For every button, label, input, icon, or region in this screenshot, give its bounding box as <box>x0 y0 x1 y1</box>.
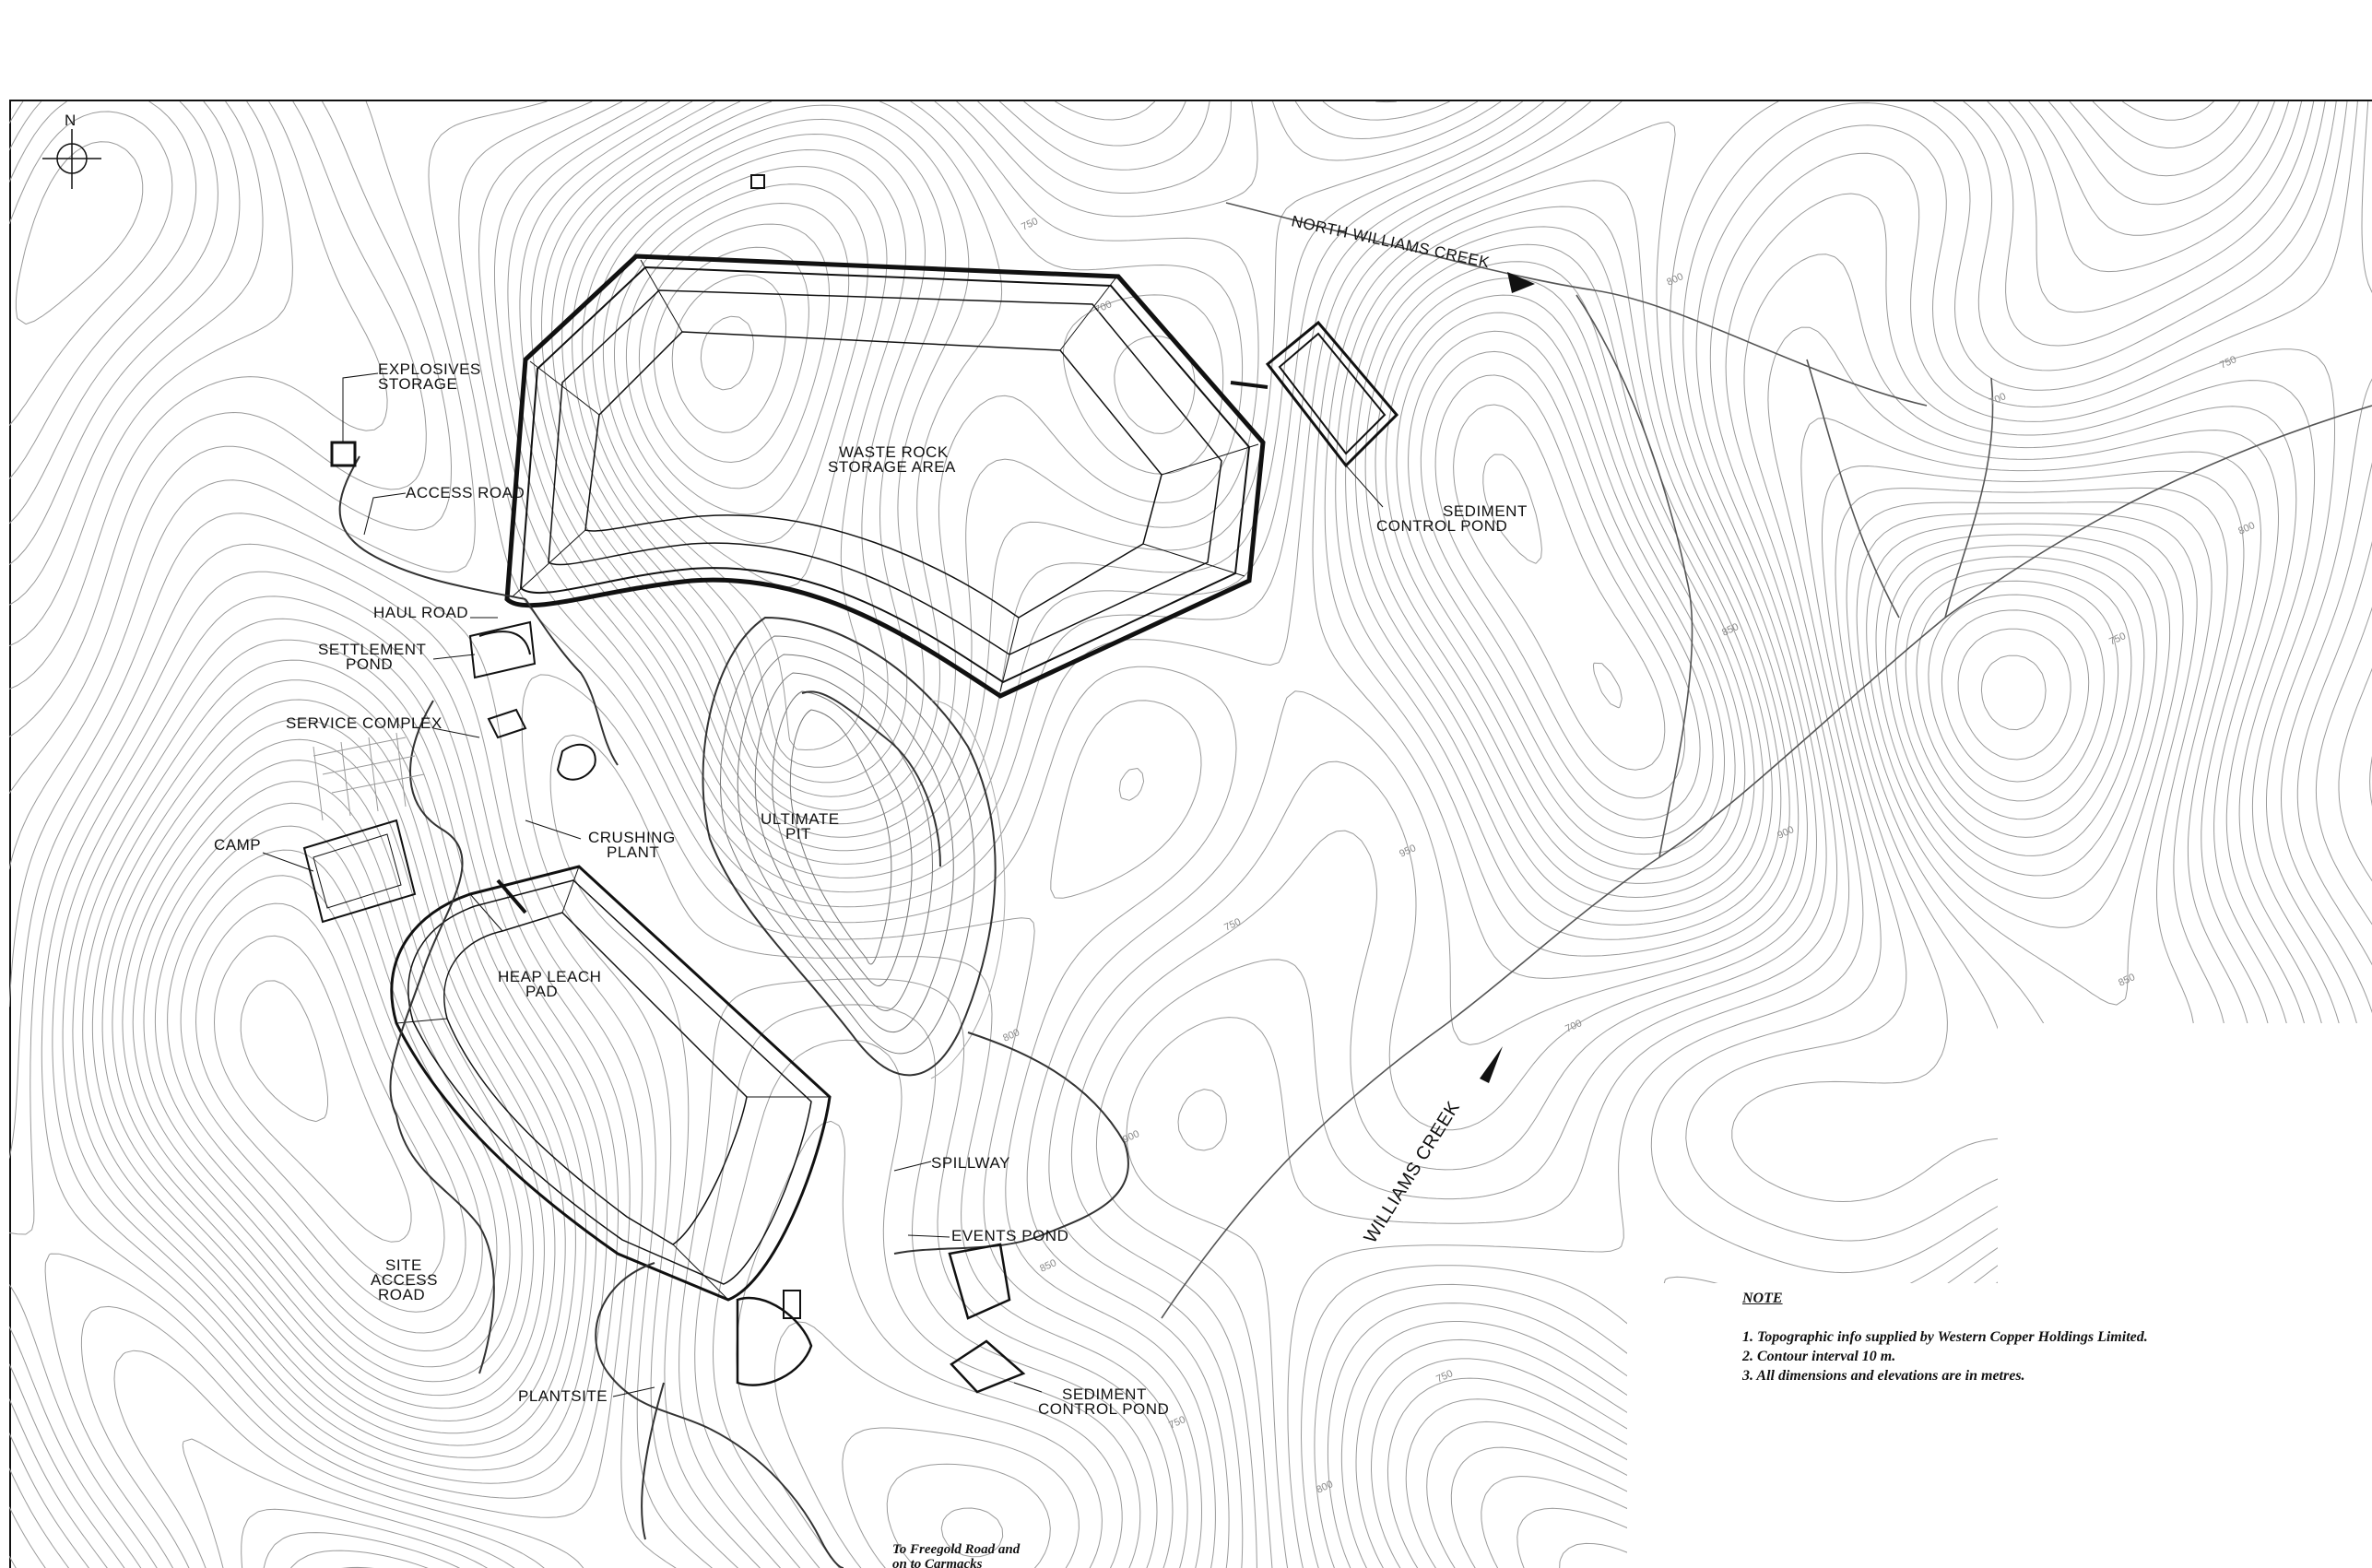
contour-elevation-label: 750 <box>1434 1368 1455 1385</box>
label-settlement-pond-1: SETTLEMENT <box>318 641 426 658</box>
creek-lines <box>1161 202 2372 1319</box>
label-explosives-storage-2: STORAGE <box>378 375 457 393</box>
label-service-complex: SERVICE COMPLEX <box>286 714 443 732</box>
contour-elevation-label: 850 <box>1720 621 1741 639</box>
north-arrow-icon: N <box>42 112 101 189</box>
note-item-3: 3. All dimensions and elevations are in … <box>1742 1368 2025 1384</box>
contour-elevation-label: 750 <box>2218 354 2238 371</box>
label-ultimate-pit-2: PIT <box>785 825 811 843</box>
ultimate-pit <box>702 616 1006 1079</box>
flow-arrow-icon <box>1480 1046 1503 1083</box>
contour-elevation-label: 700 <box>1988 391 2008 408</box>
label-heap-leach-1: HEAP LEACH <box>498 968 601 985</box>
contour-elevation-label: 850 <box>1038 1257 1058 1275</box>
leader-lines <box>262 372 1384 1397</box>
label-sediment-pond-south-2: CONTROL POND <box>1038 1400 1169 1418</box>
contour-elevation-label: 800 <box>1665 271 1685 289</box>
contour-elevation-label: 750 <box>2107 631 2128 648</box>
contour-elevation-label: 900 <box>1121 1128 1141 1146</box>
label-williams-creek: WILLIAMS CREEK <box>1361 1098 1465 1247</box>
label-heap-leach-2: PAD <box>525 983 558 1000</box>
note-item-1: 1. Topographic info supplied by Western … <box>1742 1329 2148 1345</box>
label-sediment-pond-south-1: SEDIMENT <box>1062 1385 1147 1403</box>
contour-elevation-label: 750 <box>1167 1414 1187 1432</box>
label-haul-road: HAUL ROAD <box>373 604 468 621</box>
flow-arrow-icon <box>1507 272 1535 293</box>
legend-background <box>1998 1023 2372 1283</box>
label-access-road: ACCESS ROAD <box>406 484 525 501</box>
label-events-pond: EVENTS POND <box>951 1227 1068 1244</box>
label-settlement-pond-2: POND <box>346 655 393 673</box>
label-spillway: SPILLWAY <box>931 1154 1010 1172</box>
contour-elevation-label: 700 <box>1564 1018 1584 1035</box>
contour-elevation-label: 950 <box>1398 843 1418 860</box>
label-crushing-plant-2: PLANT <box>607 843 659 861</box>
label-crushing-plant-1: CRUSHING <box>588 829 676 846</box>
label-camp: CAMP <box>214 836 261 854</box>
label-ultimate-pit-1: ULTIMATE <box>761 810 840 828</box>
note-panel <box>1627 1283 2372 1568</box>
label-sediment-pond-north-2: CONTROL POND <box>1376 517 1507 535</box>
label-explosives-storage-1: EXPLOSIVES <box>378 360 481 378</box>
label-sediment-pond-north-1: SEDIMENT <box>1443 502 1528 520</box>
contour-path <box>9 101 2372 1568</box>
contour-elevation-label: 750 <box>1222 916 1243 934</box>
label-waste-rock-2: STORAGE AREA <box>828 458 956 476</box>
contour-elevation-label: 900 <box>1776 824 1796 842</box>
contour-elevation-label: 850 <box>2117 972 2137 989</box>
contour-lines <box>9 101 2372 1568</box>
site-structures <box>302 174 1399 1394</box>
contour-elevation-label: 800 <box>2236 520 2257 537</box>
camp-field <box>313 732 425 821</box>
label-site-access-road-1: SITE <box>385 1256 422 1274</box>
heap-leach-pad <box>390 865 832 1302</box>
label-site-access-road-3: ROAD <box>378 1286 425 1303</box>
contour-elevation-label: 750 <box>1020 216 1040 233</box>
label-waste-rock-1: WASTE ROCK <box>839 443 949 461</box>
label-plantsite: PLANTSITE <box>518 1387 608 1405</box>
label-freegold-road-2: on to Carmacks <box>892 1557 983 1568</box>
label-site-access-road-2: ACCESS <box>371 1271 438 1289</box>
contour-elevation-label: 800 <box>1001 1027 1021 1044</box>
waste-rock-storage-area <box>504 253 1266 699</box>
title-block <box>9 7 2372 101</box>
note-heading: NOTE <box>1742 1291 1783 1306</box>
note-item-2: 2. Contour interval 10 m. <box>1742 1349 1896 1364</box>
contour-elevation-label: 800 <box>1315 1479 1335 1496</box>
roads <box>338 455 1129 1568</box>
notes: NOTE 1. Topographic info supplied by Wes… <box>1742 1291 2342 1385</box>
label-freegold-road-1: To Freegold Road and <box>892 1542 1021 1557</box>
north-arrow-label: N <box>65 112 77 129</box>
site-plan-map: N EXPLOSIVES STORAGE ACCESS ROAD HAUL RO… <box>9 101 2372 1568</box>
contour-elevation-label: 700 <box>1093 299 1114 316</box>
